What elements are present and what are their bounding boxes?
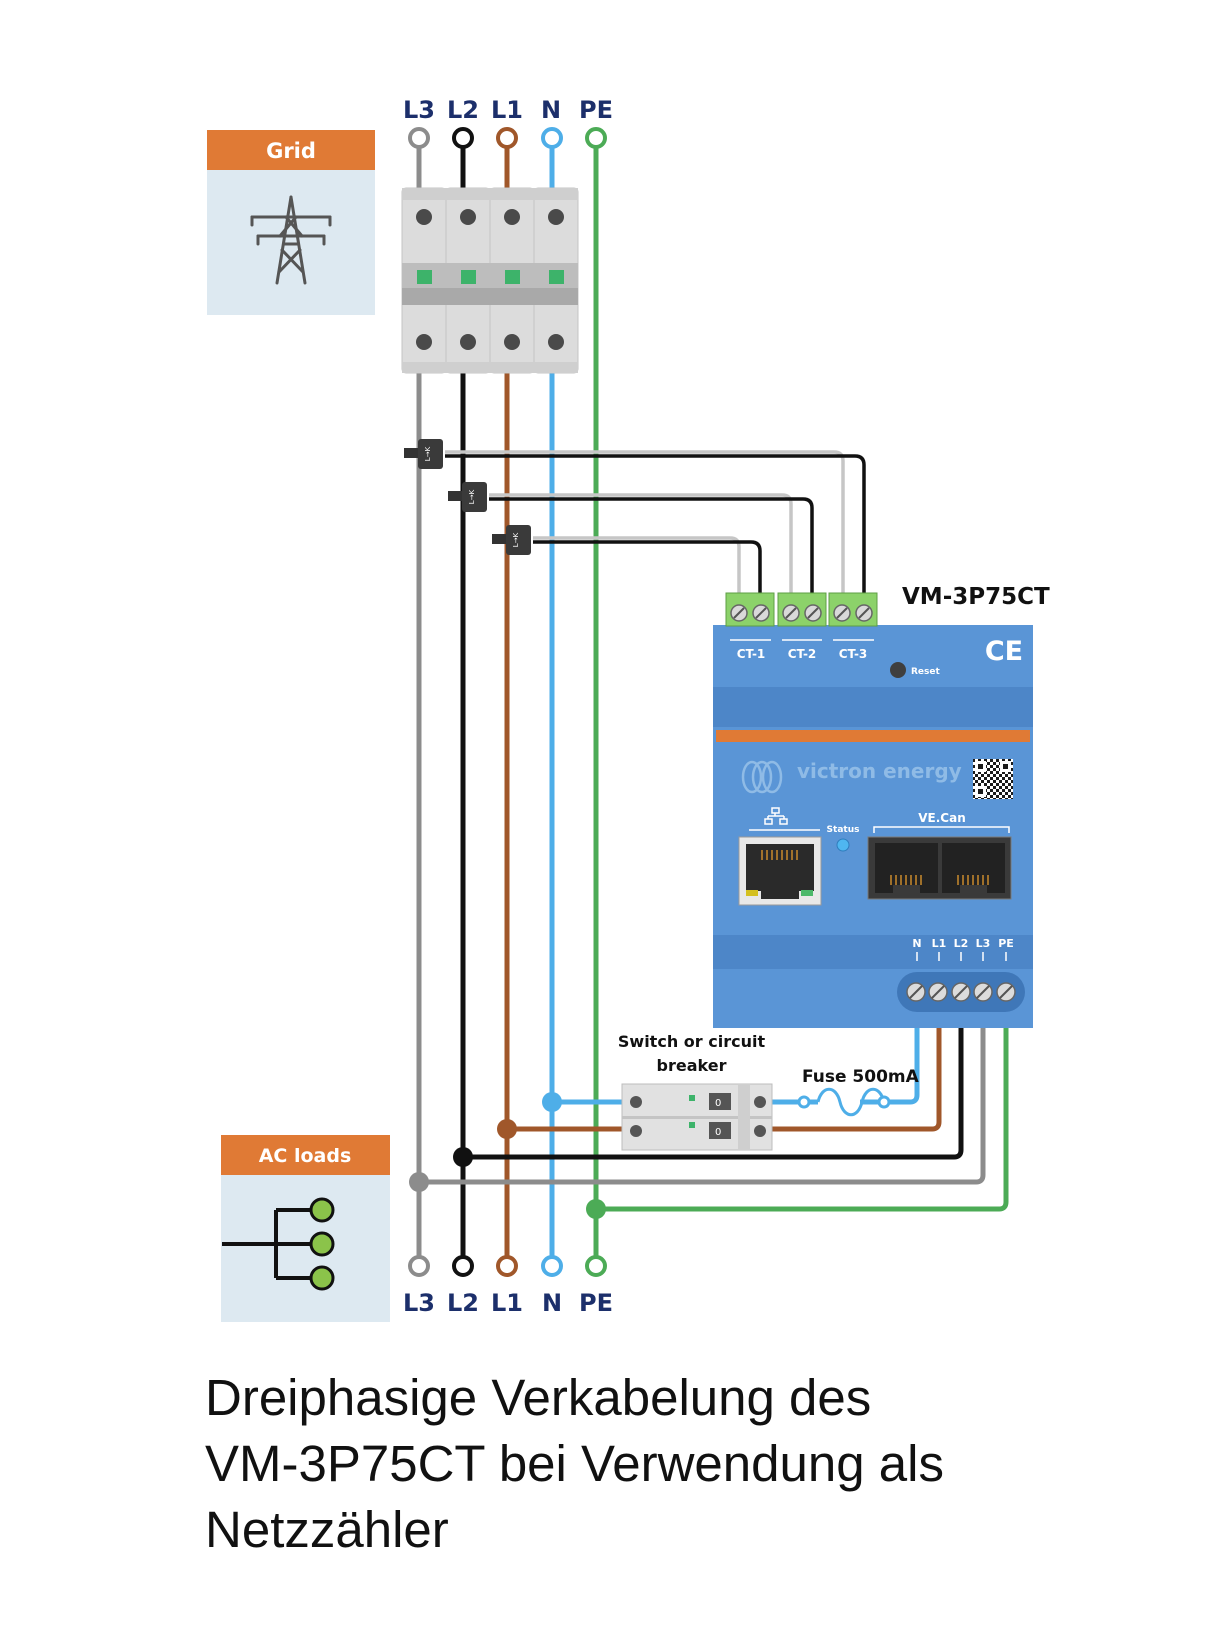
switch-toggle-label: 0	[715, 1098, 721, 1109]
ct-marking: L→K	[424, 446, 432, 461]
label-bottom-l2: L2	[447, 1289, 479, 1317]
label-bottom-l3: L3	[403, 1289, 435, 1317]
reset-button[interactable]	[890, 662, 906, 678]
meter-accent-stripe	[716, 730, 1030, 742]
ce-mark: CE	[985, 636, 1023, 667]
main-breaker	[401, 187, 579, 374]
label-top-l3: L3	[403, 96, 435, 124]
vecan-label: VE.Can	[918, 811, 966, 825]
label-top-l1: L1	[491, 96, 523, 124]
circuit-breaker-switch: 0 0	[621, 1083, 773, 1151]
switch-label-box: Switch or circuit breaker	[617, 1032, 766, 1075]
network-icon	[764, 807, 788, 825]
power-terminal-l2: L2	[954, 937, 969, 950]
vecan-port-2[interactable]	[942, 843, 1005, 893]
brand-label: victron energy	[797, 759, 962, 783]
ct-marking: L→K	[512, 532, 520, 547]
meter-supply-wiring	[419, 1028, 1009, 1212]
grid-box: Grid	[207, 130, 375, 315]
fuse-symbol	[816, 1087, 886, 1117]
meter-device: CT-1 CT-2 CT-3 CE Reset victron energy	[713, 592, 1033, 1028]
caption-line-3: Netzzähler	[205, 1501, 449, 1558]
switch-toggle-1[interactable]	[709, 1093, 731, 1110]
power-pylon-icon	[250, 195, 332, 285]
label-top-n: N	[541, 96, 561, 124]
label-bottom-l1: L1	[491, 1289, 523, 1317]
ct-marking: L→K	[468, 489, 476, 504]
switch-toggle-2[interactable]	[709, 1122, 731, 1139]
status-led	[836, 838, 850, 852]
load-distribution-icon	[222, 1197, 335, 1291]
ct-clamp-l3: L→K	[404, 439, 443, 469]
meter-model-label: VM-3P75CT	[902, 584, 1050, 610]
vecan-port-1[interactable]	[875, 843, 938, 893]
label-top-pe: PE	[579, 96, 613, 124]
phase-labels-bottom: L3 L2 L1 N PE	[403, 1289, 613, 1317]
victron-logo-icon	[741, 760, 783, 794]
ct2-label: CT-2	[788, 647, 817, 661]
diagram-caption: Dreiphasige Verkabelung des VM-3P75CT be…	[205, 1365, 1205, 1563]
ct1-label: CT-1	[737, 647, 766, 661]
grid-box-header	[207, 130, 375, 170]
ct-clamp-l1: L→K	[492, 525, 531, 555]
phase-labels-top: L3 L2 L1 N PE	[403, 96, 613, 124]
terminals-bottom	[408, 1255, 607, 1277]
power-terminal-l1: L1	[932, 937, 947, 950]
switch-toggle-label: 0	[715, 1127, 721, 1138]
grid-box-title: Grid	[266, 139, 316, 163]
caption-line-1: Dreiphasige Verkabelung des	[205, 1369, 872, 1426]
label-bottom-pe: PE	[579, 1289, 613, 1317]
ac-loads-box-header	[221, 1135, 390, 1175]
qr-code-icon	[973, 759, 1013, 799]
ac-loads-box: AC loads	[221, 1135, 390, 1322]
caption-line-2: VM-3P75CT bei Verwendung als	[205, 1435, 944, 1492]
ct-terminal-blocks	[725, 592, 878, 627]
power-terminal-n: N	[912, 937, 921, 950]
power-terminal-pe: PE	[998, 937, 1014, 950]
ct-clamp-l2: L→K	[448, 482, 487, 512]
ac-loads-box-title: AC loads	[259, 1145, 352, 1167]
power-terminal-l3: L3	[976, 937, 991, 950]
label-top-l2: L2	[447, 96, 479, 124]
ethernet-port[interactable]	[738, 836, 822, 906]
switch-label: Switch or circuit breaker	[617, 1032, 766, 1075]
terminals-top	[408, 127, 607, 149]
status-label: Status	[827, 825, 860, 835]
fuse-label: Fuse 500mA	[802, 1067, 920, 1087]
ct-leads	[445, 450, 866, 598]
ct3-label: CT-3	[839, 647, 868, 661]
reset-label: Reset	[911, 667, 940, 677]
junction-dots	[409, 1092, 606, 1219]
label-bottom-n: N	[542, 1289, 562, 1317]
